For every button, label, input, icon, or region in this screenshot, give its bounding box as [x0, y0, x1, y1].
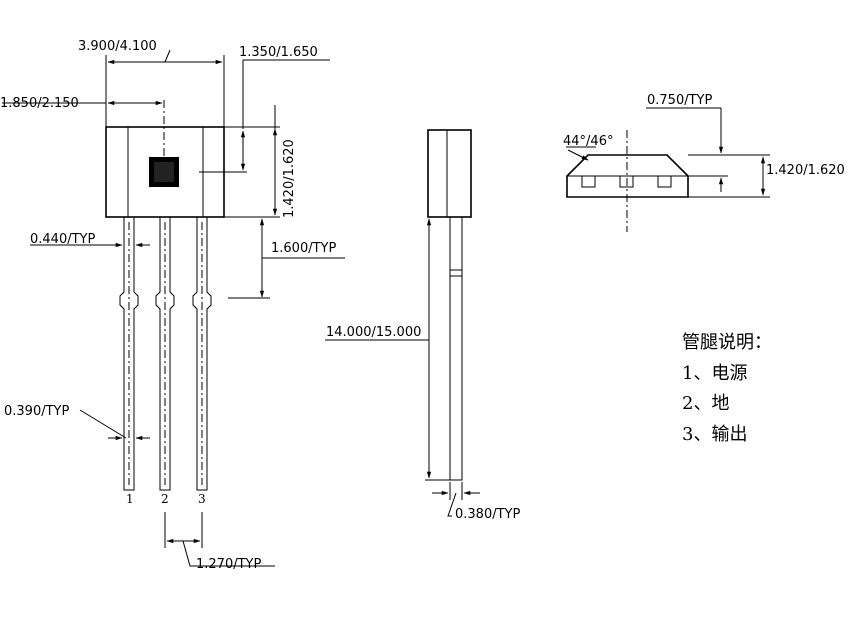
dim-angle: 44°/46°: [563, 134, 613, 149]
dim-pitch: 1.270/TYP: [196, 557, 261, 572]
pin-number-1: 1: [126, 492, 134, 506]
pin-description-item-3: 3、输出: [682, 424, 747, 445]
dim-body-height: 1.420/1.620: [282, 139, 297, 218]
dim-top-width: 0.750/TYP: [647, 93, 712, 108]
pin-description: 管腿说明： 1、电源 2、地 3、输出: [682, 332, 772, 445]
lead-1: [119, 217, 139, 491]
pin-number-2: 2: [161, 492, 169, 506]
side-view: 14.000/15.000 0.380/TYP: [325, 129, 520, 522]
dim-shoulder: 1.600/TYP: [271, 241, 336, 256]
pin-description-item-2: 2、地: [682, 393, 729, 414]
dim-sensor-height: 1.350/1.650: [239, 45, 318, 60]
dim-thickness: 1.420/1.620: [766, 163, 845, 178]
side-lead: [449, 216, 463, 481]
pin-number-3: 3: [198, 492, 206, 506]
dim-body-width: 3.900/4.100: [78, 39, 157, 54]
lead-2: [155, 217, 175, 491]
dim-sensor-offset: 1.850/2.150: [0, 96, 79, 111]
dim-lead-length: 14.000/15.000: [326, 325, 421, 340]
pin-description-title: 管腿说明：: [682, 332, 772, 353]
top-view: 0.750/TYP 44°/46° 1.420/1.620: [563, 93, 845, 232]
lead-3: [192, 217, 212, 491]
dim-lead-width-top: 0.440/TYP: [30, 232, 95, 247]
dim-lead-width: 0.390/TYP: [4, 404, 69, 419]
front-view: 1 2 3 3.900/4.100 1.850/2.150 1.350/1.65…: [0, 39, 345, 572]
side-body: [427, 129, 472, 218]
pin-description-item-1: 1、电源: [682, 363, 747, 384]
dim-lead-thickness: 0.380/TYP: [455, 507, 520, 522]
